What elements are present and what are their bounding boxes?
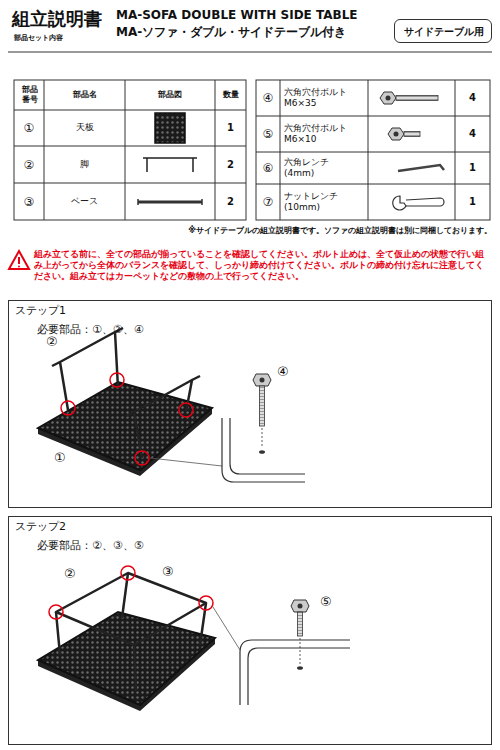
subtitle: 部品セット内容 <box>14 34 63 43</box>
part-name: ベース <box>46 196 123 207</box>
step-panel: ステップ1必要部品：①、②、④ <box>8 300 492 508</box>
step-heading: ステップ1 <box>15 304 66 318</box>
callout-number: ③ <box>162 564 174 580</box>
note: ※サイドテーブルの組立説明書です。ソファの組立説明書は別に同梱しております。 <box>40 226 492 236</box>
tag-text: サイドテーブル用 <box>395 26 493 39</box>
callout-number: ① <box>54 450 66 466</box>
table-header: 部品名 <box>46 90 123 100</box>
table-header: 部品図 <box>127 90 213 100</box>
warning-text: 組み立てる前に、全ての部品が揃っていることを確認してください。ボルト止めは、全て… <box>34 249 492 282</box>
part-number: ⑤ <box>258 127 278 142</box>
callout-number: ② <box>46 334 58 350</box>
table-header: 数量 <box>217 90 244 100</box>
quantity: 2 <box>217 159 244 172</box>
quantity: 2 <box>217 196 244 209</box>
part-number: ④ <box>258 91 278 106</box>
quantity: 1 <box>457 162 488 175</box>
callout-number: ② <box>64 566 76 582</box>
table-header: 部品番号 <box>21 85 39 105</box>
part-number: ⑦ <box>258 195 278 210</box>
part-number: ③ <box>16 195 42 210</box>
tag-box: サイドテーブル用 <box>394 19 492 43</box>
sheet-title: 組立説明書 <box>12 8 102 31</box>
part-name: 脚 <box>46 159 123 170</box>
part-name: ナットレンチ(10mm) <box>284 191 356 214</box>
part-number: ② <box>16 158 42 173</box>
quantity: 4 <box>457 92 488 105</box>
step-panel: ステップ2 必要部品：②、③、⑤ <box>8 516 492 745</box>
quantity: 1 <box>457 196 488 209</box>
part-name: 天板 <box>46 122 123 133</box>
callout-number: ⑤ <box>320 594 332 610</box>
part-number: ⑥ <box>258 161 278 176</box>
callout-number: ④ <box>277 364 289 380</box>
quantity: 1 <box>217 122 244 135</box>
part-name: 六角レンチ(4mm) <box>284 157 356 180</box>
required-parts: 必要部品：②、③、⑤ <box>37 539 144 553</box>
product-name: MA-ソファ・ダブル・サイドテーブル付き <box>116 25 346 40</box>
part-name: 六角穴付ボルト M6×10 <box>284 123 356 146</box>
step-heading: ステップ2 <box>15 520 66 534</box>
part-number: ① <box>16 121 42 136</box>
quantity: 4 <box>457 128 488 141</box>
product-name: MA-SOFA DOUBLE WITH SIDE TABLE <box>116 8 358 23</box>
part-name: 六角穴付ボルト M6×35 <box>284 87 356 110</box>
